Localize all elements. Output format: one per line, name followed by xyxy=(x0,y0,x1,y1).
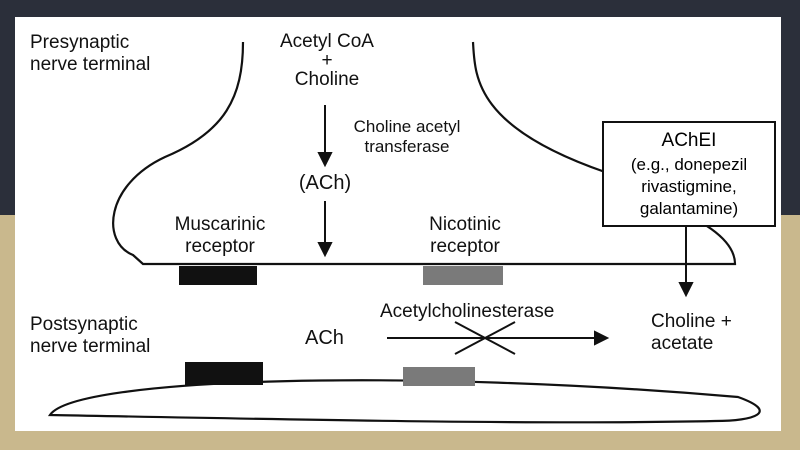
muscarinic-receptor-presyn xyxy=(179,266,257,285)
postsynaptic-label-line2: nerve terminal xyxy=(30,336,151,357)
postsynaptic-membrane xyxy=(47,379,761,424)
plus-label: + xyxy=(321,50,333,71)
postsynaptic-label: Postsynaptic nerve terminal xyxy=(30,314,150,358)
products-label-line1: Choline + xyxy=(651,311,732,332)
products-label: Choline + acetate xyxy=(651,311,732,355)
nicotinic-label: Nicotinic receptor xyxy=(390,214,540,258)
nicotinic-receptor-postsyn xyxy=(403,367,475,386)
inhibitor-box-examples: (e.g., donepezil rivastigmine, galantami… xyxy=(630,155,748,218)
enzyme-label-line1: Choline acetyl xyxy=(353,117,461,136)
inhibitor-box: AChEI (e.g., donepezil rivastigmine, gal… xyxy=(602,121,776,227)
acetylcholinesterase-label: Acetylcholinesterase xyxy=(380,301,555,322)
inhibition-cross-2 xyxy=(454,321,516,355)
presynaptic-label: Presynaptic nerve terminal xyxy=(30,32,150,76)
ach-presynaptic-label: (ACh) xyxy=(298,172,352,194)
postsynaptic-label-line1: Postsynaptic xyxy=(30,314,138,335)
acetyl-coa-label: Acetyl CoA xyxy=(280,31,374,52)
nicotinic-receptor-presyn xyxy=(423,266,503,285)
presynaptic-label-line2: nerve terminal xyxy=(30,54,151,75)
diagram-slide: Presynaptic nerve terminal Acetyl CoA + … xyxy=(15,17,781,431)
presynaptic-label-line1: Presynaptic xyxy=(30,32,130,53)
inhibitor-box-title: AChEI xyxy=(661,130,717,151)
enzyme-label-line2: transferase xyxy=(364,137,450,156)
substrates-label: Acetyl CoA + Choline xyxy=(247,31,407,91)
muscarinic-label-line1: Muscarinic xyxy=(174,214,266,235)
muscarinic-label: Muscarinic receptor xyxy=(145,214,295,258)
enzyme-label: Choline acetyl transferase xyxy=(337,117,477,157)
choline-label: Choline xyxy=(294,69,360,90)
products-label-line2: acetate xyxy=(651,333,714,354)
presynaptic-membrane xyxy=(112,41,737,266)
muscarinic-label-line2: receptor xyxy=(185,236,255,257)
nicotinic-label-line1: Nicotinic xyxy=(429,214,501,235)
nicotinic-label-line2: receptor xyxy=(430,236,500,257)
ach-cleft-label: ACh xyxy=(305,327,344,349)
muscarinic-receptor-postsyn xyxy=(185,362,263,385)
